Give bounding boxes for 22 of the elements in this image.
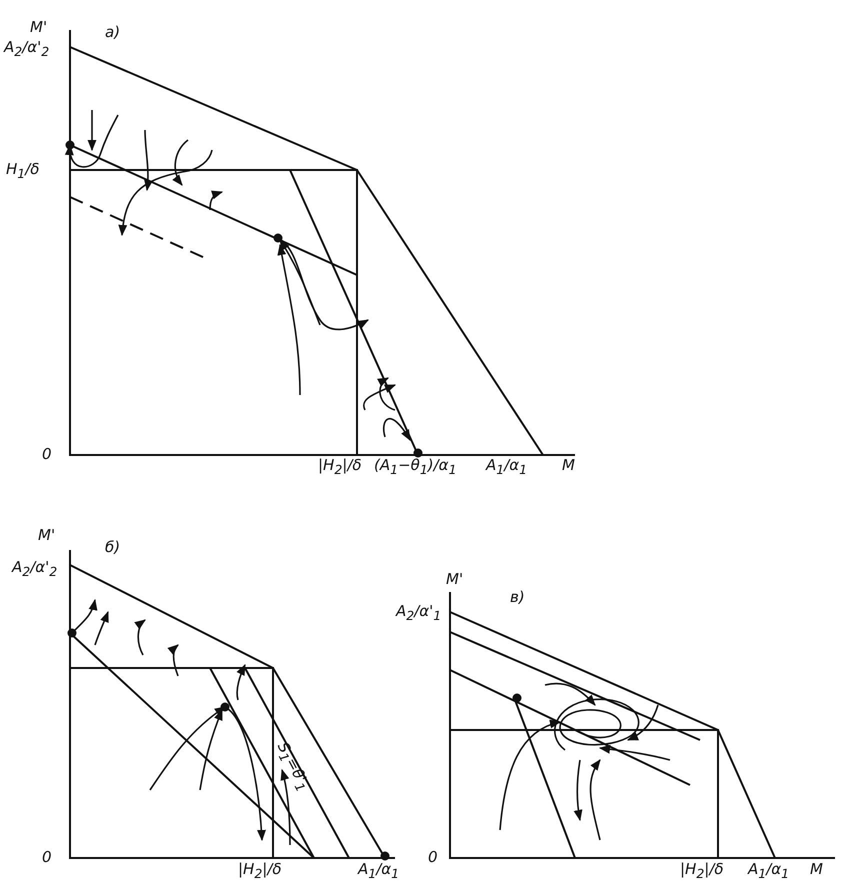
tick-label: H$_{1}$/δ xyxy=(6,162,40,180)
tick-label: 0 xyxy=(428,850,438,865)
tick-label: 0 xyxy=(42,447,52,462)
panel-label: а) xyxy=(105,25,120,40)
axis-label: M xyxy=(562,458,575,473)
tick-label: |H$_{2}$|/δ xyxy=(318,458,362,476)
panel-label: б) xyxy=(105,540,120,555)
tick-label: A$_{1}$/α$_{1}$ xyxy=(486,458,528,476)
axis-label: M xyxy=(810,862,823,877)
tick-label: A$_{1}$/α$_{1}$ xyxy=(358,862,400,880)
tick-label: A$_{2}$/α'$_{2}$ xyxy=(4,40,50,58)
axis-label: M' xyxy=(38,528,56,543)
tick-label: A$_{2}$/α'$_{2}$ xyxy=(12,560,58,578)
tick-label: A$_{1}$/α$_{1}$ xyxy=(748,862,790,880)
panel-label: в) xyxy=(510,590,525,605)
tick-label: 0 xyxy=(42,850,52,865)
tick-label: (A$_{1}$−θ$_{1}$)/α$_{1}$ xyxy=(374,458,457,476)
tick-label: A$_{2}$/α'$_{1}$ xyxy=(396,604,442,622)
tick-label: |H$_{2}$|/δ xyxy=(680,862,724,880)
axis-label: M' xyxy=(446,572,464,587)
tick-label: |H$_{2}$|/δ xyxy=(238,862,282,880)
axis-label: M' xyxy=(30,20,48,35)
